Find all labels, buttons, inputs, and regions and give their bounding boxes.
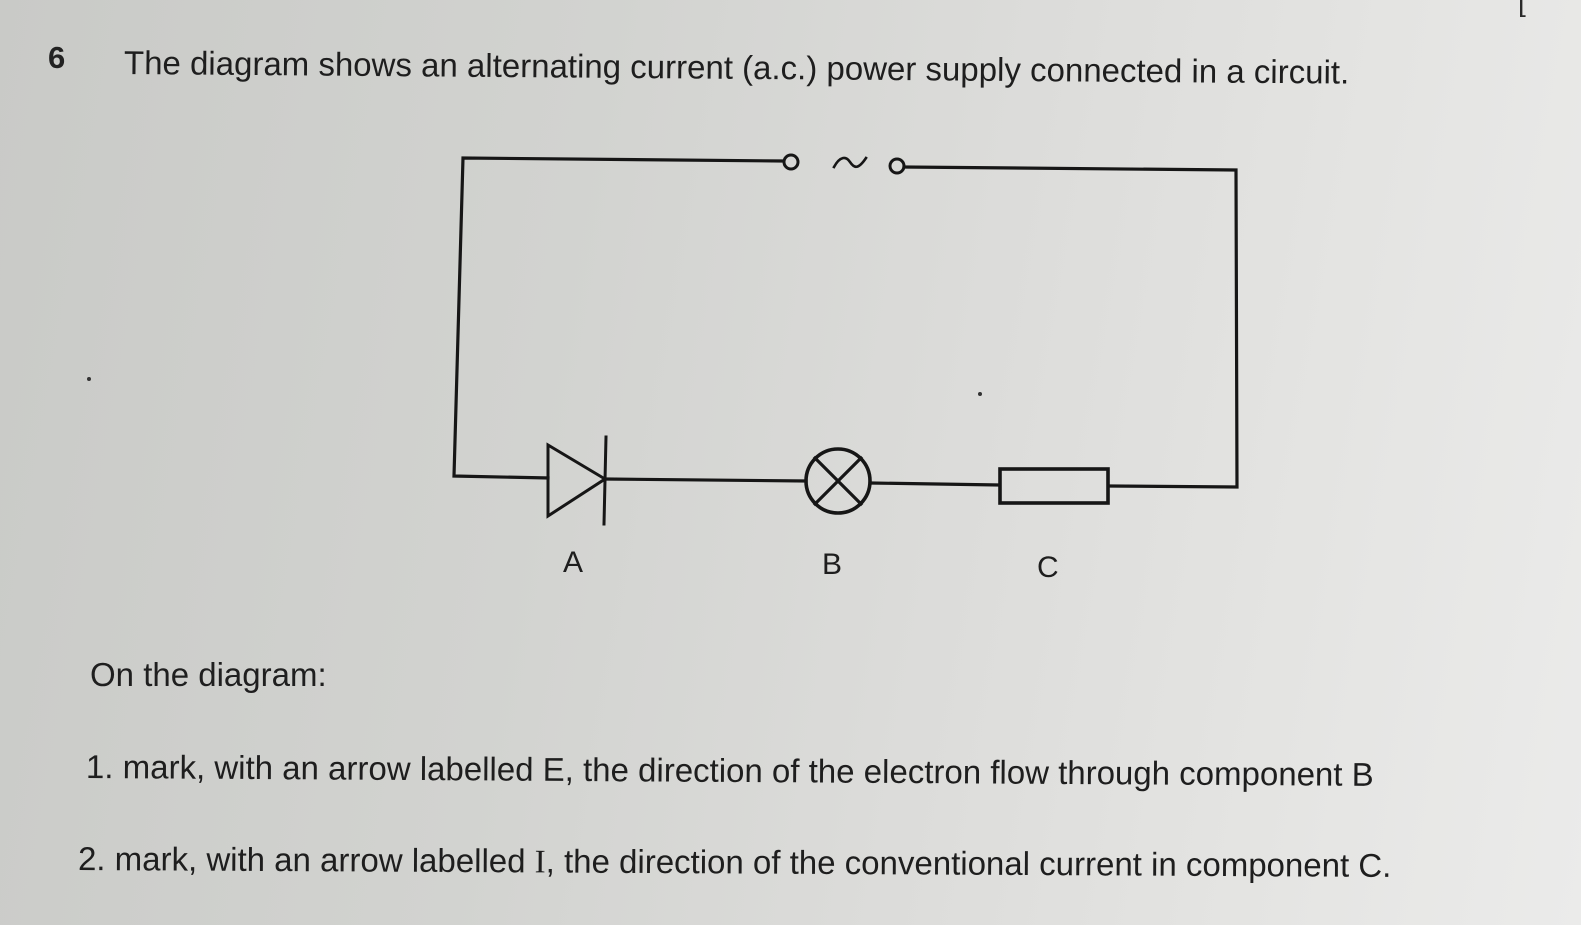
resistor-icon <box>998 467 1110 505</box>
lamp-icon <box>804 447 872 515</box>
current-symbol: I <box>534 844 546 881</box>
task-2-number: 2. <box>77 840 106 878</box>
question-number: 6 <box>48 40 66 75</box>
label-c: C <box>1037 551 1059 584</box>
circuit-wires <box>452 156 1239 489</box>
instructions-intro: On the diagram: <box>90 656 327 693</box>
ac-supply-icon <box>782 153 906 175</box>
diode-icon <box>546 435 608 526</box>
task-1-number: 1. <box>85 748 114 786</box>
task-1-text: mark, with an arrow labelled E, the dire… <box>122 748 1374 793</box>
task-2-text-after: , the direction of the conventional curr… <box>545 842 1392 884</box>
label-a: A <box>563 546 584 579</box>
label-b: B <box>822 548 843 581</box>
marks-bracket: [ <box>1518 0 1526 17</box>
task-1: 1. mark, with an arrow labelled E, the d… <box>86 748 1374 794</box>
task-2: 2. mark, with an arrow labelled I, the d… <box>78 840 1392 886</box>
task-2-text-before: mark, with an arrow labelled <box>114 840 535 880</box>
